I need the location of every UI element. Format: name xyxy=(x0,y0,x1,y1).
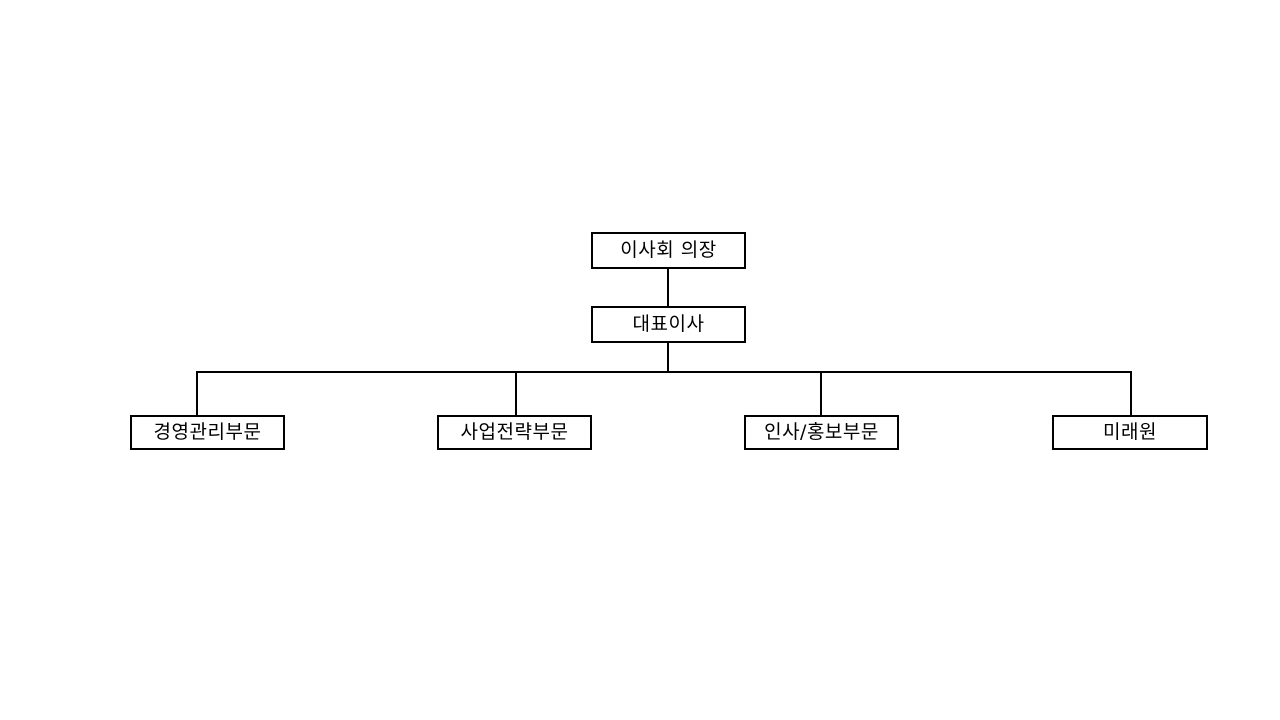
connector-drop-division-2 xyxy=(515,371,517,415)
connector-drop-division-4 xyxy=(1130,371,1132,415)
org-node-chairman-label: 이사회 의장 xyxy=(620,239,717,261)
org-node-division-2[interactable]: 사업전략부문 xyxy=(437,415,592,450)
org-node-division-1[interactable]: 경영관리부문 xyxy=(130,415,285,450)
connector-chairman-to-ceo xyxy=(667,269,669,306)
org-node-ceo[interactable]: 대표이사 xyxy=(591,306,746,343)
org-node-ceo-label: 대표이사 xyxy=(632,313,705,335)
org-node-division-3-label: 인사/홍보부문 xyxy=(764,421,879,443)
org-node-division-4-label: 미래원 xyxy=(1103,421,1157,443)
connector-division-bus xyxy=(196,371,1132,373)
org-node-division-3[interactable]: 인사/홍보부문 xyxy=(744,415,899,450)
org-node-chairman[interactable]: 이사회 의장 xyxy=(591,232,746,269)
connector-drop-division-1 xyxy=(196,371,198,415)
connector-ceo-stem xyxy=(667,343,669,373)
org-node-division-2-label: 사업전략부문 xyxy=(460,421,569,443)
connector-drop-division-3 xyxy=(820,371,822,415)
org-node-division-4[interactable]: 미래원 xyxy=(1052,415,1208,450)
org-node-division-1-label: 경영관리부문 xyxy=(153,421,262,443)
